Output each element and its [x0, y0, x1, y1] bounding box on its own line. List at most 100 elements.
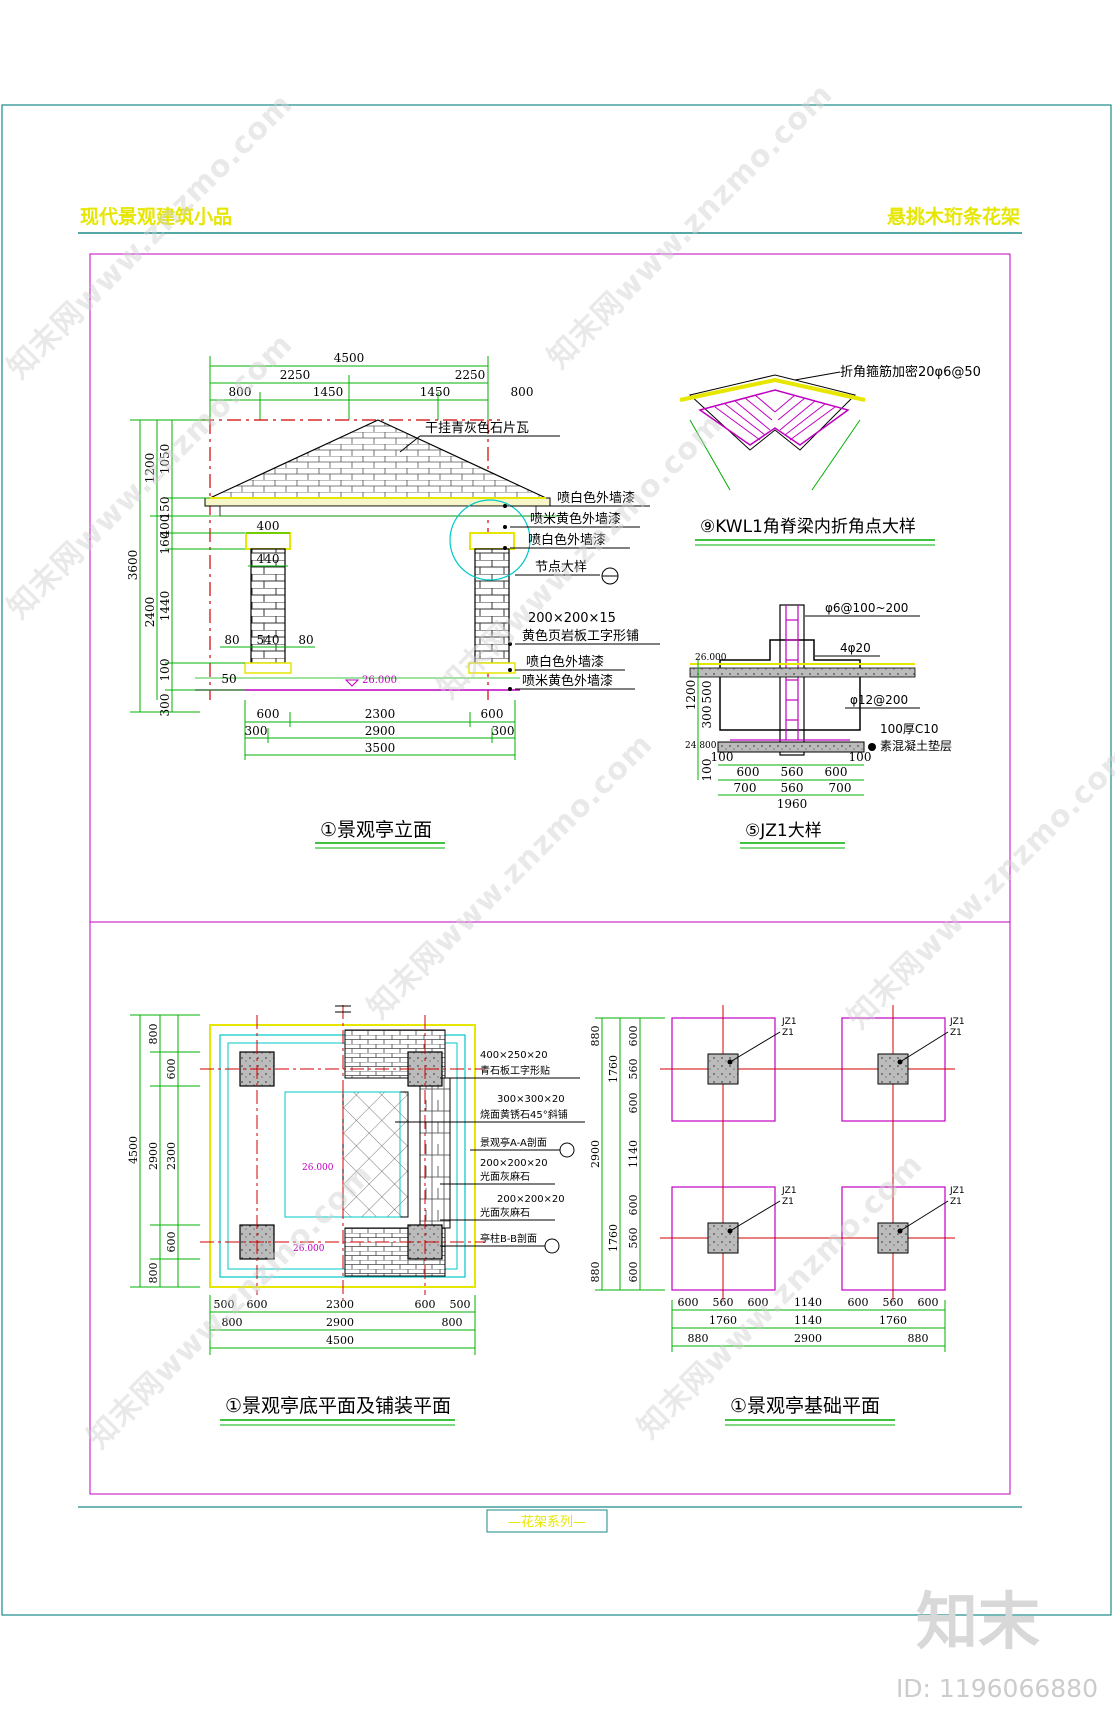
foundation-bdim-f: 560 — [883, 1296, 904, 1309]
elev-dim-col: 440 — [257, 552, 280, 566]
elev-dim-b3: 80 — [298, 633, 313, 647]
foundation-bdim-d: 1140 — [794, 1296, 822, 1309]
elev-dim-upper: 1200 — [143, 453, 157, 484]
foundation-ldim-b: 600 — [627, 1026, 640, 1047]
elev-dim-lower: 2400 — [143, 597, 157, 628]
brand-id: ID: 1196066880 — [896, 1674, 1098, 1703]
foundation-tag2-tr: Z1 — [950, 1028, 962, 1038]
plan-ldim-b: 600 — [165, 1059, 178, 1080]
foundation-column-bl — [707, 1222, 739, 1254]
elev-dim-400: 400 — [158, 515, 172, 538]
foundation-tag-bl: JZ1 — [781, 1186, 797, 1196]
detail5-note-3: 100厚C10 — [880, 722, 939, 736]
left-column-cap — [245, 532, 291, 550]
plan-title: ①景观亭底平面及铺装平面 — [225, 1395, 451, 1417]
detail5-note-2: φ12@200 — [850, 693, 908, 707]
callout-2: 喷米黄色外墙漆 — [530, 511, 621, 527]
watermark-2: 知末网www.znzmo.com — [541, 77, 840, 376]
foundation-ldim-a: 880 — [589, 1026, 602, 1047]
plan-level-1: 26.000 — [302, 1163, 334, 1173]
foundation-column-tl — [707, 1053, 739, 1085]
plan-bdim-c: 2300 — [326, 1298, 354, 1311]
plan-bdim-b: 600 — [247, 1298, 268, 1311]
plan-bdim-d: 600 — [415, 1298, 436, 1311]
foundation-tag-br: JZ1 — [949, 1186, 965, 1196]
elev-dim-total-h: 3600 — [126, 550, 140, 581]
plan-bdim-a: 500 — [214, 1298, 235, 1311]
elev-bdim-f: 300 — [492, 724, 515, 738]
foundation-ldim-h: 600 — [627, 1195, 640, 1216]
detail5-ldim-3: 100 — [700, 759, 714, 782]
plan-note-2: 300×300×20 — [497, 1094, 565, 1105]
roof-eave — [204, 497, 551, 507]
foundation-ldim-k: 1760 — [607, 1224, 620, 1252]
foundation-ldim-g: 1140 — [627, 1140, 640, 1168]
plan-bdim-h: 800 — [442, 1316, 463, 1329]
callout-1: 喷白色外墙漆 — [557, 490, 635, 506]
brand-logo: 知末 — [916, 1585, 1040, 1658]
plan-note-5: 200×200×20 — [480, 1158, 548, 1169]
detail9-note: 折角箍筋加密20φ6@50 — [840, 364, 981, 380]
detail5-bdim-total: 1960 — [777, 797, 808, 811]
inner-frame — [89, 253, 1011, 1495]
callout-tile-size: 200×200×15 — [528, 611, 616, 626]
foundation-bdim-j: 1760 — [879, 1314, 907, 1327]
outer-frame — [1, 104, 1112, 1616]
elev-dim-1050: 1050 — [158, 444, 172, 475]
elev-dim-d1: 800 — [229, 385, 252, 399]
plan-bdim-f: 800 — [222, 1316, 243, 1329]
detail9-title: ⑨KWL1角脊梁内折角点大样 — [700, 517, 916, 537]
foundation-column-br — [877, 1222, 909, 1254]
foundation-bdim-e: 600 — [848, 1296, 869, 1309]
plan-note-4: 景观亭A-A剖面 — [480, 1136, 547, 1149]
elev-dim-d4: 800 — [511, 385, 534, 399]
foundation-ldim-l: 880 — [589, 1262, 602, 1283]
elev-dim-half-l: 2250 — [280, 368, 311, 382]
foundation-ldim-i: 560 — [627, 1228, 640, 1249]
plan-bdim-total: 4500 — [326, 1334, 354, 1347]
elev-bdim-e: 2900 — [365, 724, 396, 738]
detail5-ldim-2: 300 — [700, 706, 714, 729]
plan-note-1: 青石板工字形贴 — [480, 1064, 550, 1077]
elev-bdim-a: 600 — [257, 707, 280, 721]
detail5-bdim-c: 560 — [781, 765, 804, 779]
plan-drawing: 26.000 26.000 400×250×20 青石板工字形贴 300×300… — [127, 1005, 585, 1426]
detail5-bdim-f: 700 — [734, 781, 757, 795]
left-column-shaft — [250, 548, 286, 664]
foundation-tag2-br: Z1 — [950, 1197, 962, 1207]
plan-note-8: 光面灰麻石 — [480, 1206, 530, 1219]
foundation-tag2-tl: Z1 — [782, 1028, 794, 1038]
foundation-bdim-h: 1760 — [709, 1314, 737, 1327]
detail5-level-2: 24.800 — [685, 741, 717, 751]
plan-ldim-f: 800 — [147, 1263, 160, 1284]
foundation-bdim-m: 880 — [908, 1332, 929, 1345]
plan-ldim-d: 2300 — [165, 1142, 178, 1170]
elevation-drawing: 4500 2250 2250 800 1450 1450 800 26.000 — [126, 351, 660, 849]
elev-dim-300: 300 — [158, 694, 172, 717]
foundation-bdim-c: 600 — [748, 1296, 769, 1309]
elev-bdim-g: 3500 — [365, 741, 396, 755]
foundation-bdim-a: 600 — [678, 1296, 699, 1309]
foundation-title: ①景观亭基础平面 — [730, 1395, 880, 1417]
detail5-bdim-a: 100 — [711, 750, 734, 764]
detail-9-drawing: 折角箍筋加密20φ6@50 ⑨KWL1角脊梁内折角点大样 — [679, 364, 981, 546]
detail5-ldim-0: 1200 — [684, 680, 698, 711]
elev-dim-cap: 400 — [257, 519, 280, 533]
foundation-drawing: JZ1 Z1 JZ1 Z1 JZ1 Z1 JZ1 Z1 880 600 560 … — [589, 1005, 965, 1426]
plan-note-3: 烧面黄锈石45°斜铺 — [480, 1108, 568, 1121]
elev-dim-d3: 1450 — [420, 385, 451, 399]
elev-dim-b1: 80 — [224, 633, 239, 647]
foundation-tag-tl: JZ1 — [781, 1017, 797, 1027]
plan-ldim-e: 600 — [165, 1232, 178, 1253]
detail5-title: ⑤JZ1大样 — [745, 821, 822, 841]
elev-dim-half-r: 2250 — [455, 368, 486, 382]
detail5-level-1: 26.000 — [695, 653, 727, 663]
header-left-title: 现代景观建筑小品 — [80, 205, 232, 228]
foundation-ldim-f: 2900 — [589, 1140, 602, 1168]
elev-level-mark: 26.000 — [362, 675, 397, 686]
detail5-note-0: φ6@100~200 — [825, 601, 908, 615]
foundation-ldim-c: 560 — [627, 1059, 640, 1080]
header-right-title: 悬挑木珩条花架 — [887, 205, 1020, 228]
elev-dim-total: 4500 — [334, 351, 365, 365]
